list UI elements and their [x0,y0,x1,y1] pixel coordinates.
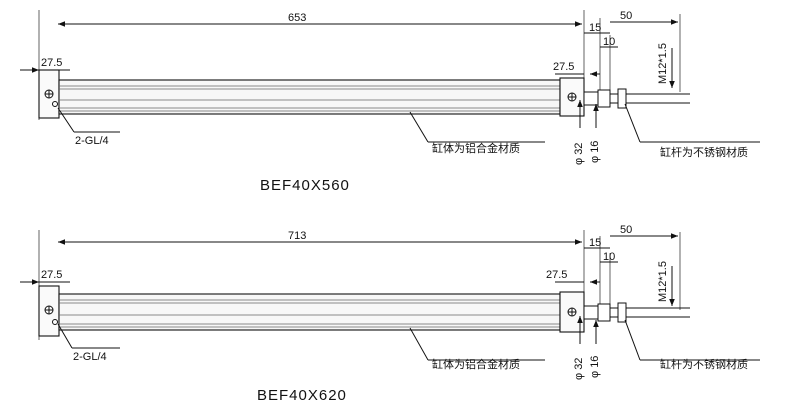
dim-15-label: 15 [589,22,601,34]
dim-50-label: 50 [620,224,632,236]
dim-left-end-label: 27.5 [41,57,62,69]
dia-32-label: φ 32 [573,358,585,380]
piston-rod [583,91,599,106]
body-material-note: 缸体为铝合金材质 [432,357,520,371]
dim-50-label: 50 [620,10,632,22]
thread-label: M12*1.5 [657,43,669,84]
dia-16-label: φ 16 [589,356,601,378]
piston-rod [583,305,599,320]
drawing-2: 713 15 10 50 M12*1.5 27.5 27.5 [20,224,760,404]
dia-32-label: φ 32 [573,143,585,165]
overall-length-label: 713 [288,230,306,242]
dia-16-label: φ 16 [589,141,601,163]
cylinder-body [58,79,561,115]
rod-material-note: 缸杆为不锈钢材质 [660,357,748,371]
dim-10-label: 10 [603,36,615,48]
port-label: 2-GL/4 [75,135,109,147]
dim-10-label: 10 [603,251,615,263]
thread-label: M12*1.5 [657,261,669,302]
dim-right-end-label: 27.5 [553,61,574,73]
rod-material-note: 缸杆为不锈钢材质 [660,145,748,159]
dim-15-label: 15 [589,237,601,249]
overall-length-label: 653 [288,12,306,24]
drawing-1: 653 15 10 50 M12*1.5 27.5 27.5 [20,10,760,194]
port-label: 2-GL/4 [73,351,107,363]
model-name: BEF40X620 [257,387,347,404]
model-name: BEF40X560 [260,177,350,194]
dim-right-end-label: 27.5 [546,269,567,281]
dim-left-end-label: 27.5 [41,269,62,281]
cylinder-body [58,293,561,331]
body-material-note: 缸体为铝合金材质 [432,141,520,155]
